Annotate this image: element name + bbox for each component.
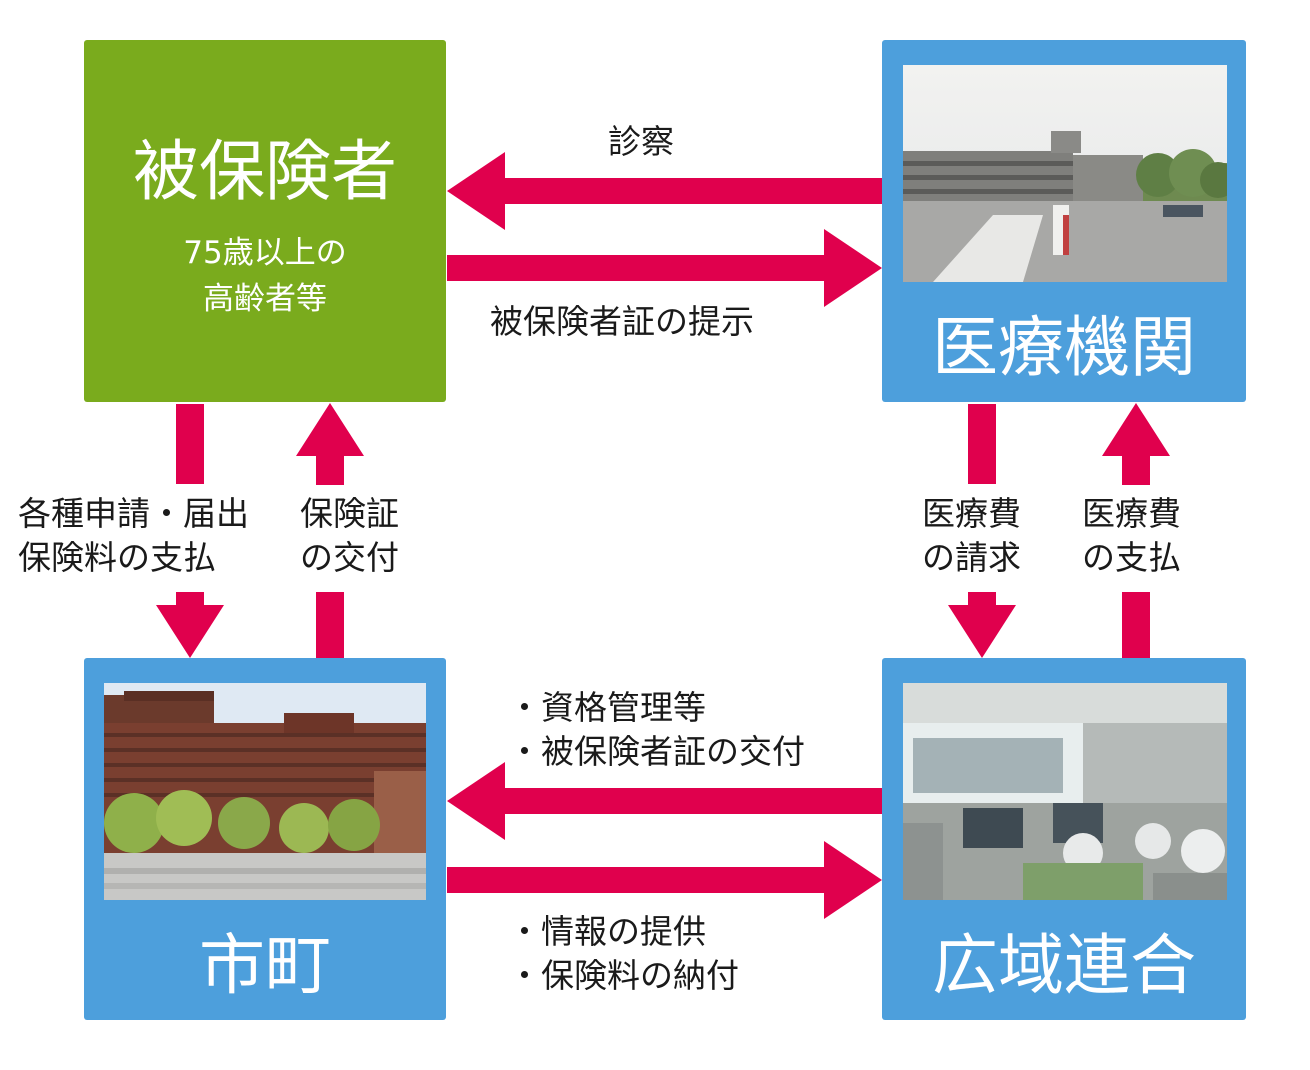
insured-title: 被保険者 (133, 133, 397, 210)
arrow-claim-bottom (948, 592, 1016, 658)
arrow-card-issue-bottom (316, 592, 344, 658)
label-apply-line2: 保険料の支払 (18, 538, 216, 577)
label-card-issue-line1: 保険証 (300, 494, 399, 533)
label-apply-line1: 各種申請・届出 (18, 494, 249, 533)
municipality-box: 市町 (84, 658, 446, 1020)
insured-subtitle-line2: 高齢者等 (203, 281, 327, 317)
label-examination: 診察 (608, 122, 674, 161)
label-card-issue-line2: の交付 (300, 538, 399, 577)
arrow-apply-bottom (156, 592, 224, 658)
medical-institution-box: 医療機関 (882, 40, 1246, 402)
city-hall-photo (104, 683, 426, 900)
arrow-apply-top (176, 404, 204, 484)
hospital-photo (903, 65, 1227, 282)
arrow-payment-top (1102, 403, 1170, 485)
arrow-payment-bottom (1122, 592, 1150, 658)
arrow-card-issue-top (296, 403, 364, 485)
label-management-line2: ・被保険者証の交付 (508, 732, 805, 771)
medical-institution-title: 医療機関 (932, 309, 1196, 386)
insured-subtitle-line1: 75歳以上の (183, 235, 347, 271)
arrow-card-presentation (447, 229, 882, 307)
label-information-line2: ・保険料の納付 (508, 956, 739, 995)
municipality-title: 市町 (199, 927, 331, 1004)
office-photo (903, 683, 1227, 900)
arrow-examination (447, 152, 882, 230)
label-claim-line2: の請求 (922, 538, 1021, 577)
label-card-presentation: 被保険者証の提示 (490, 302, 754, 341)
regional-union-title: 広域連合 (932, 927, 1196, 1004)
label-payment-line2: の支払 (1082, 538, 1181, 577)
insured-box: 被保険者 75歳以上の 高齢者等 (84, 40, 446, 402)
regional-union-box: 広域連合 (882, 658, 1246, 1020)
arrow-claim-top (968, 404, 996, 484)
arrow-management (447, 762, 882, 840)
label-claim-line1: 医療費 (922, 494, 1021, 533)
label-payment-line1: 医療費 (1082, 494, 1181, 533)
label-information-line1: ・情報の提供 (508, 912, 706, 951)
arrow-information (447, 841, 882, 919)
label-management-line1: ・資格管理等 (508, 688, 706, 727)
